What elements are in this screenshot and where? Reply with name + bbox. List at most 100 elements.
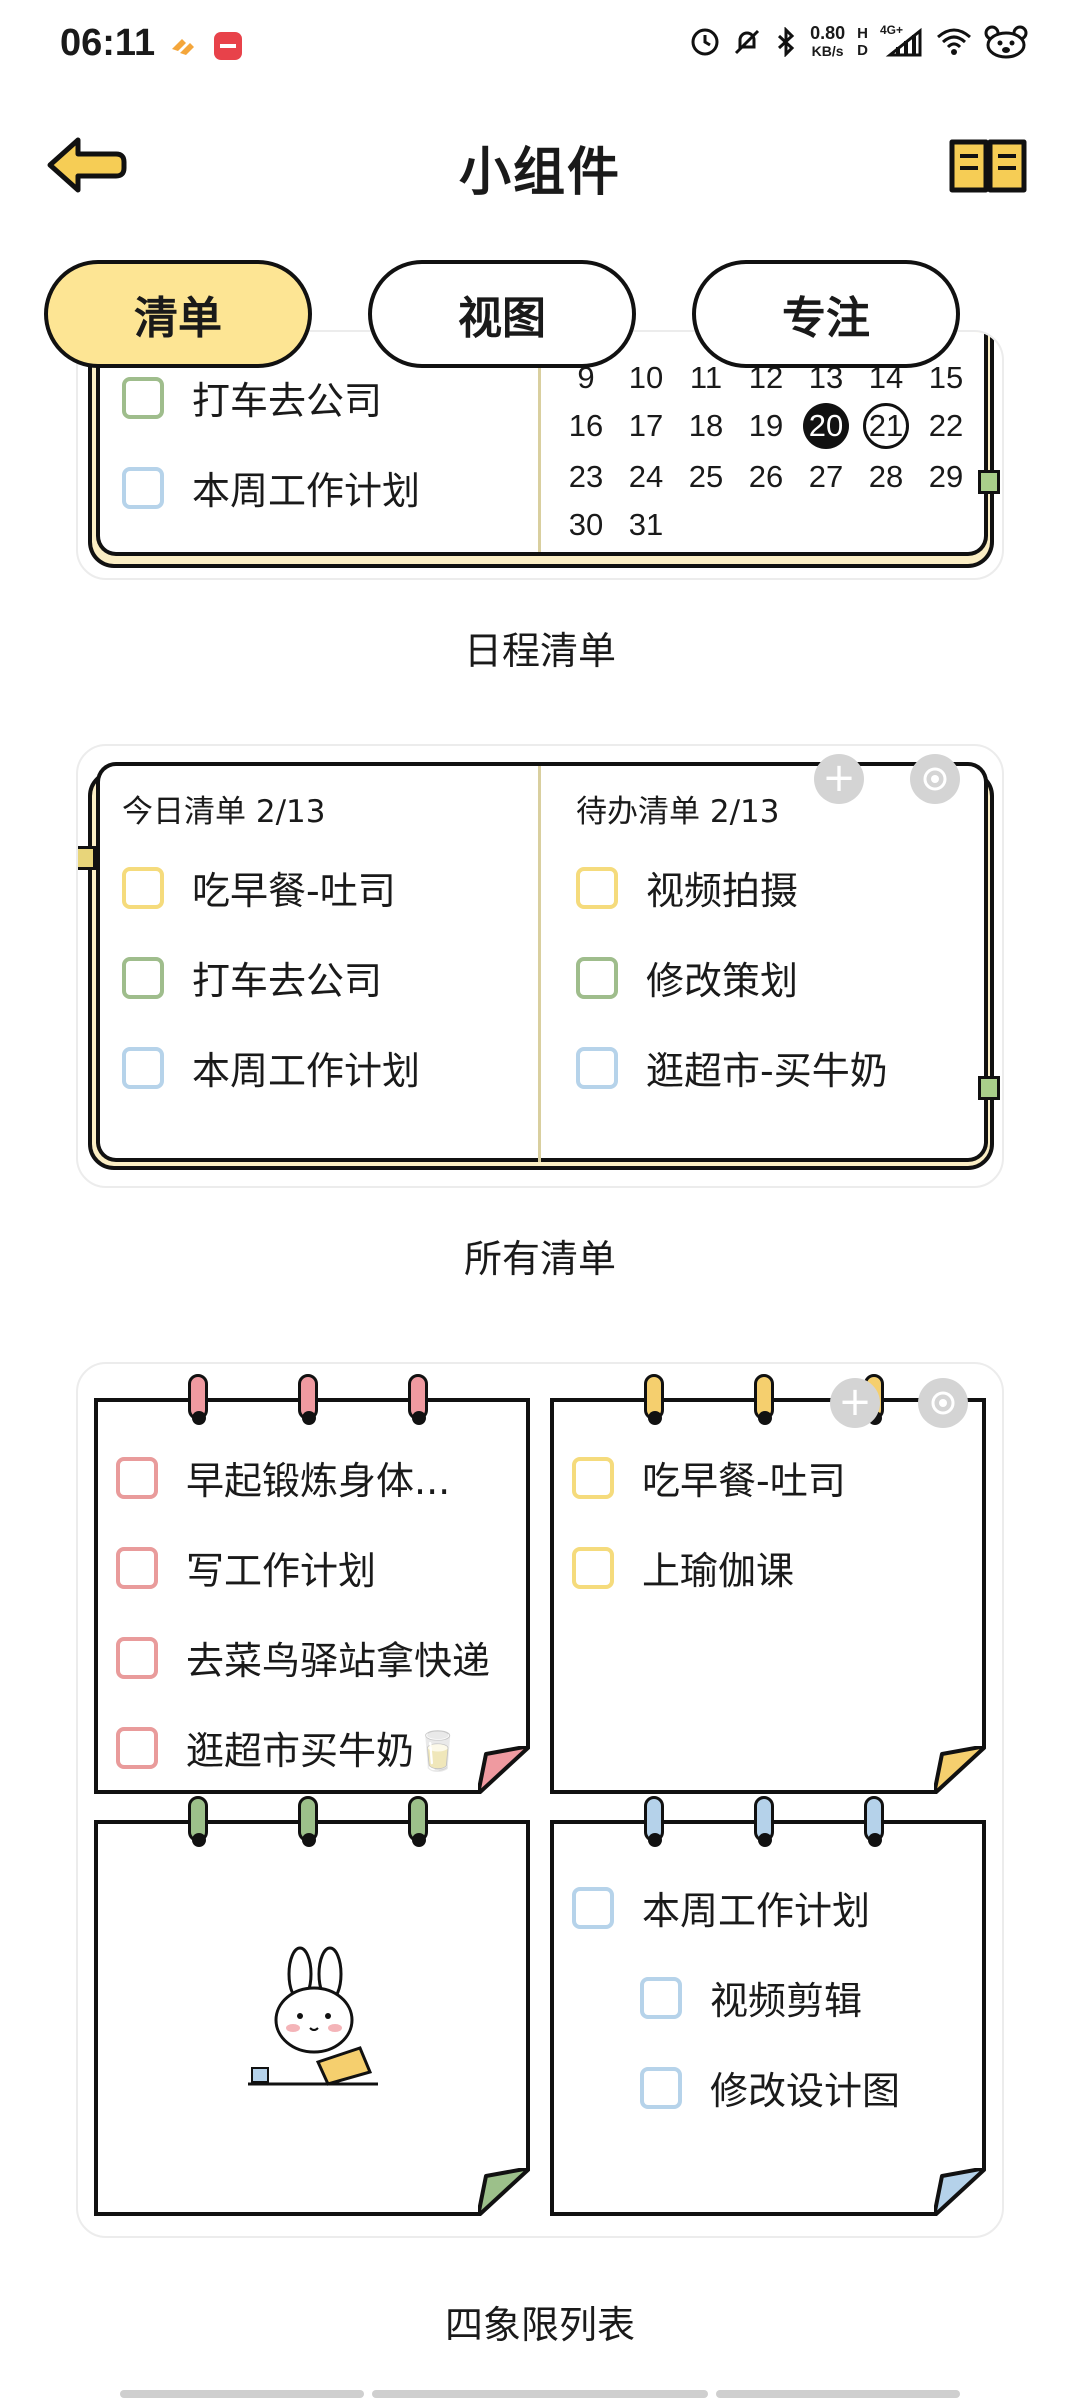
calendar-day[interactable]: 29 (928, 459, 964, 494)
settings-button[interactable] (918, 1378, 968, 1428)
calendar-day[interactable]: 24 (628, 459, 664, 494)
notebook-spine (538, 332, 541, 552)
list-item[interactable]: 本周工作计划 (122, 460, 420, 515)
calendar-grid: 9 10 11 12 13 14 15 16 17 18 19 20 21 22… (556, 358, 976, 545)
checkbox[interactable] (122, 956, 164, 999)
list-item[interactable]: 打车去公司 (122, 370, 382, 425)
widget-all-lists[interactable]: + 今日清单 2/13 吃早餐-吐司 打车去公司 本周工作计划 待办清单 2/1… (76, 744, 1004, 1188)
calendar-day[interactable]: 26 (748, 459, 784, 494)
bluetooth-icon (778, 27, 795, 57)
binder-ring (298, 1374, 318, 1425)
notebook-left-page (96, 762, 546, 1162)
page-fold (478, 1746, 530, 1794)
widget-quadrant-list[interactable]: 早起锻炼身体... 写工作计划 去菜鸟驿站拿快递 逛超市买牛奶🥛 吃早餐-吐司 … (76, 1362, 1004, 2238)
checkbox[interactable] (640, 1976, 682, 2019)
calendar-day-selected[interactable]: 21 (863, 403, 909, 449)
status-bar: 06:11 0.80 KB/s H D 4G+ (0, 0, 1080, 96)
list-item[interactable]: 去菜鸟驿站拿快递 (116, 1630, 490, 1685)
page-fold (478, 2168, 530, 2216)
list-item[interactable]: 本周工作计划 (572, 1880, 870, 1935)
gear-icon (931, 1391, 955, 1415)
bunny-illustration (248, 1946, 378, 2086)
bookmark-tab (78, 846, 96, 870)
list-item[interactable]: 打车去公司 (122, 950, 382, 1005)
notebook-spine (538, 766, 541, 1162)
calendar-day[interactable]: 19 (748, 408, 784, 443)
list-item[interactable]: 吃早餐-吐司 (572, 1450, 846, 1505)
sub-list-item[interactable]: 视频剪辑 (640, 1970, 862, 2025)
page-fold (934, 2168, 986, 2216)
sub-list-item[interactable]: 修改设计图 (640, 2060, 900, 2115)
checkbox[interactable] (576, 1046, 618, 1089)
calendar-day[interactable]: 18 (688, 408, 724, 443)
checkbox[interactable] (640, 2066, 682, 2109)
checkbox[interactable] (116, 1546, 158, 1589)
binder-ring (644, 1374, 664, 1425)
guide-book-button[interactable] (948, 132, 1028, 198)
calendar-day[interactable]: 31 (628, 507, 664, 542)
today-list-title: 今日清单 2/13 (122, 794, 326, 830)
tab-list[interactable]: 清单 (44, 260, 312, 368)
checkbox[interactable] (576, 866, 618, 909)
binder-ring (754, 1796, 774, 1847)
list-item[interactable]: 本周工作计划 (122, 1040, 420, 1095)
binder-ring (864, 1796, 884, 1847)
list-item[interactable]: 逛超市-买牛奶 (576, 1040, 888, 1095)
checkbox[interactable] (122, 376, 164, 419)
checkbox[interactable] (572, 1886, 614, 1929)
add-button[interactable]: + (830, 1378, 880, 1428)
binder-ring (408, 1796, 428, 1847)
back-arrow-icon (47, 137, 127, 193)
calendar-day[interactable]: 27 (808, 459, 844, 494)
mute-icon (735, 29, 760, 55)
checkbox[interactable] (122, 466, 164, 509)
signal-icon: 4G+ (880, 23, 924, 57)
bear-icon (984, 25, 1028, 59)
calendar-day[interactable]: 22 (928, 408, 964, 443)
binder-ring (644, 1796, 664, 1847)
binder-ring (188, 1796, 208, 1847)
list-item[interactable]: 写工作计划 (116, 1540, 376, 1595)
notification-icons (168, 30, 244, 62)
list-item[interactable]: 视频拍摄 (576, 860, 798, 915)
calendar-day[interactable]: 30 (568, 507, 604, 542)
alarm-icon (691, 28, 719, 56)
checkbox[interactable] (116, 1456, 158, 1499)
header: 小组件 (0, 110, 1080, 220)
settings-button[interactable] (910, 754, 960, 804)
checkbox[interactable] (572, 1456, 614, 1499)
calendar-day[interactable]: 9 (577, 360, 595, 395)
list-item[interactable]: 吃早餐-吐司 (122, 860, 396, 915)
add-button[interactable]: + (814, 754, 864, 804)
list-item[interactable]: 修改策划 (576, 950, 798, 1005)
checkbox[interactable] (116, 1636, 158, 1679)
list-item[interactable]: 上瑜伽课 (572, 1540, 794, 1595)
list-item[interactable]: 逛超市买牛奶🥛 (116, 1720, 461, 1775)
back-button[interactable] (42, 132, 132, 198)
tab-view[interactable]: 视图 (368, 260, 636, 368)
widget-label-quadrant: 四象限列表 (444, 2303, 635, 2347)
checkbox[interactable] (122, 866, 164, 909)
list-item[interactable]: 早起锻炼身体... (116, 1450, 450, 1505)
calendar-day[interactable]: 17 (628, 408, 664, 443)
calendar-day[interactable]: 23 (568, 459, 604, 494)
checkbox[interactable] (576, 956, 618, 999)
tab-focus[interactable]: 专注 (692, 260, 960, 368)
sticky-note-bottom-right: 本周工作计划 视频剪辑 修改设计图 (550, 1820, 986, 2216)
calendar-day[interactable]: 11 (689, 360, 723, 395)
checkbox[interactable] (116, 1726, 158, 1769)
calendar-day[interactable]: 25 (688, 459, 724, 494)
widget-schedule-list[interactable]: 打车去公司 本周工作计划 9 10 11 12 13 14 15 16 17 1… (76, 330, 1004, 580)
calendar-day[interactable]: 15 (928, 360, 964, 395)
xiaohongshu-icon (214, 32, 242, 60)
widget-label-all-lists: 所有清单 (463, 1237, 616, 1281)
todo-list-title: 待办清单 2/13 (576, 794, 780, 830)
checkbox[interactable] (572, 1546, 614, 1589)
checkbox[interactable] (122, 1046, 164, 1089)
binder-ring (754, 1374, 774, 1425)
calendar-day[interactable]: 28 (868, 459, 904, 494)
calendar-day-today[interactable]: 20 (803, 403, 849, 449)
calendar-day[interactable]: 10 (628, 360, 664, 395)
page-title: 小组件 (458, 143, 621, 203)
calendar-day[interactable]: 16 (568, 408, 604, 443)
